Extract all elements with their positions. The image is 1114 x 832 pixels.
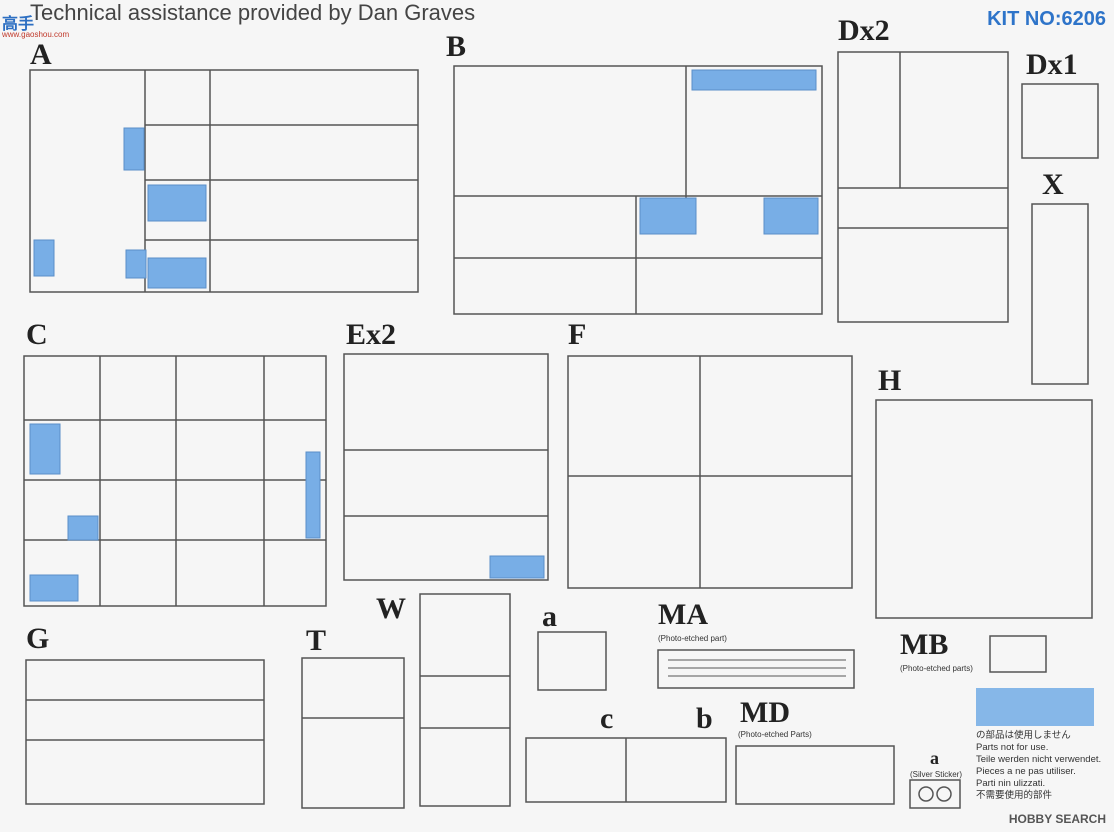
sprue-frame-w — [419, 593, 511, 807]
sprue-frame-silver — [909, 779, 961, 809]
sprue-note-md: (Photo-etched Parts) — [738, 730, 812, 739]
sprue-frame-x — [1031, 203, 1089, 385]
note-line: の部品は使用しません — [976, 730, 1071, 741]
note-line: Teile werden nicht verwendet. — [976, 754, 1102, 765]
sprue-label-b: B — [446, 30, 467, 63]
sprue-label-md: MD — [740, 696, 790, 729]
sprue-frame-a-small — [537, 631, 607, 691]
site-logo-url: www.gaoshou.com — [2, 30, 70, 39]
sprue-label-c: C — [26, 318, 48, 351]
sprue-label-a: A — [30, 38, 52, 71]
sprue-frame-dx1 — [1021, 83, 1099, 159]
sprue-note-ma: (Photo-etched part) — [658, 634, 727, 643]
sprue-label-t: T — [306, 624, 327, 657]
sprue-label-ma: MA — [658, 598, 708, 631]
sprue-frame-h — [875, 399, 1093, 619]
sprue-frame-ma — [657, 649, 855, 689]
sprue-label-dx1: Dx1 — [1026, 48, 1078, 81]
sprue-label-silver: a — [930, 748, 939, 768]
sprue-note-mb: (Photo-etched parts) — [900, 664, 973, 673]
sprue-label-h: H — [878, 364, 902, 397]
sprue-frame-g — [25, 659, 265, 805]
sprue-label-c-small: c — [600, 702, 614, 735]
sprue-frame-dx2 — [837, 51, 1009, 323]
sprue-frame-mb — [989, 635, 1047, 673]
sprue-label-x: X — [1042, 168, 1064, 201]
watermark: HOBBY SEARCH — [1008, 812, 1106, 826]
sprue-label-dx2: Dx2 — [838, 14, 890, 47]
sprue-label-f: F — [568, 318, 587, 351]
sprue-frame-t — [301, 657, 405, 809]
sprue-frame-a — [29, 69, 419, 293]
not-for-use-swatch — [976, 688, 1094, 726]
note-line: Parti nin ulizzati. — [976, 778, 1046, 789]
sprue-frame-f — [567, 355, 853, 589]
sprue-label-b-small: b — [696, 702, 713, 735]
sprue-note-silver: (Silver Sticker) — [910, 770, 963, 779]
sprue-frame-ex2 — [343, 353, 549, 581]
sprue-label-a-small: a — [542, 600, 557, 633]
note-line: 不需要使用的部件 — [976, 790, 1053, 801]
sprue-label-mb: MB — [900, 628, 949, 661]
note-line: Parts not for use. — [976, 742, 1049, 753]
sprue-frame-b — [453, 65, 823, 315]
sprue-label-w: W — [376, 592, 406, 625]
kit-number: KIT NO:6206 — [987, 8, 1106, 30]
sprue-label-g: G — [26, 622, 50, 655]
page-title: Technical assistance provided by Dan Gra… — [30, 0, 476, 25]
note-line: Pieces a ne pas utiliser. — [976, 766, 1076, 777]
sprue-frame-md — [735, 745, 895, 805]
sprue-label-ex2: Ex2 — [346, 318, 397, 351]
sprue-frame-c — [23, 355, 327, 607]
site-logo: 高手 — [2, 16, 35, 33]
not-for-use-notes: の部品は使用しません Parts not for use. Teile werd… — [976, 730, 1101, 802]
